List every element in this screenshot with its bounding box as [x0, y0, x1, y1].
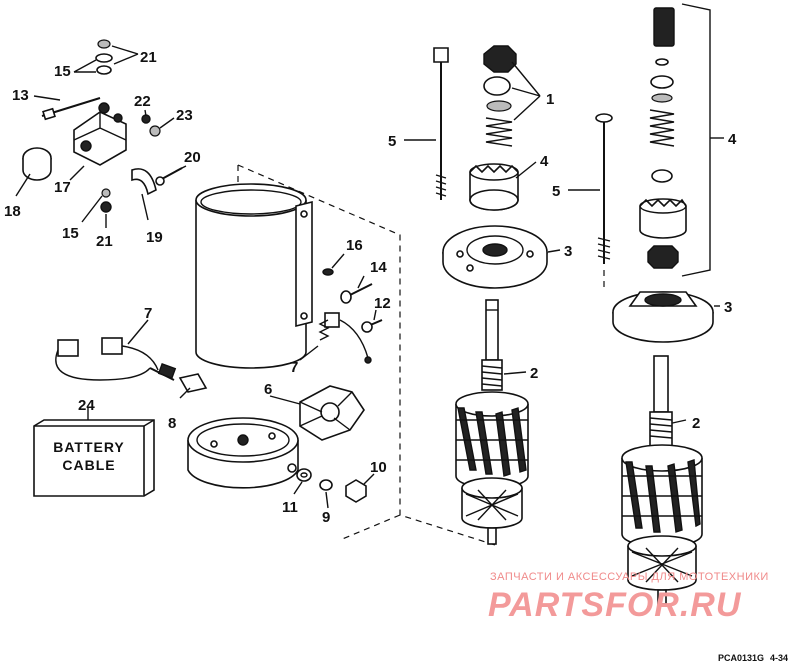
nut-21-bottom: [100, 201, 112, 213]
nut-1: [483, 45, 517, 73]
washer-16: [322, 268, 334, 276]
brush-7-a: [57, 339, 79, 357]
callout-15-top: 15: [54, 63, 71, 80]
callout-18: 18: [4, 203, 21, 220]
callout-6: 6: [264, 381, 272, 398]
spring-7: [318, 319, 330, 341]
right-drive-assembly: [595, 3, 714, 343]
callout-2-right: 2: [692, 415, 700, 432]
callout-3-center: 3: [564, 243, 572, 260]
brush-plate-6: [269, 385, 365, 441]
callout-3-right: 3: [724, 299, 732, 316]
leaders-left: [15, 45, 187, 228]
center-drive-assembly: [433, 45, 548, 289]
callout-19: 19: [146, 229, 163, 246]
callout-16: 16: [346, 237, 363, 254]
nut-23: [149, 125, 161, 137]
washer-15-top: [95, 53, 113, 63]
watermark-tagline: ЗАПЧАСТИ И АКСЕССУАРЫ ДЛЯ МОТОТЕХНИКИ: [490, 571, 769, 583]
callout-8: 8: [168, 415, 176, 432]
spring-1: [485, 117, 513, 147]
armature-2-right: [621, 355, 703, 605]
callout-11: 11: [282, 499, 298, 516]
solenoid-group: [22, 39, 183, 213]
callout-21-bottom: 21: [96, 233, 113, 250]
callout-5-right: 5: [552, 183, 560, 200]
callout-15-bottom: 15: [62, 225, 79, 242]
callout-24: 24: [78, 397, 95, 414]
callout-7-right: 7: [290, 359, 298, 376]
callout-17: 17: [54, 179, 71, 196]
bracket-19: [131, 168, 157, 196]
callout-10: 10: [370, 459, 387, 476]
battery-cable-part-24: [33, 408, 155, 497]
callout-5-center: 5: [388, 133, 396, 150]
screw-14: [347, 283, 373, 297]
watermark-logo: PARTSFOR.RU: [488, 586, 742, 624]
bolt-13-head: [42, 107, 56, 121]
end-cap-left: [187, 417, 299, 489]
figure-code: PCA0131G: [718, 653, 764, 663]
callout-21-top: 21: [140, 49, 157, 66]
washer-15b-top: [96, 65, 112, 75]
page-number: 4-34: [770, 653, 788, 663]
callout-2-center: 2: [530, 365, 538, 382]
terminal-8: [178, 373, 208, 393]
collar-1: [483, 76, 511, 96]
battery-cable-line2: CABLE: [62, 457, 115, 473]
callout-1: 1: [546, 91, 554, 108]
leaders-right: [568, 137, 724, 425]
callout-7-left: 7: [144, 305, 152, 322]
frame-housing: [195, 183, 313, 369]
callout-22: 22: [134, 93, 151, 110]
callout-12: 12: [374, 295, 391, 312]
small-hardware-right-of-frame: [318, 268, 383, 364]
callout-14: 14: [370, 259, 387, 276]
callout-23: 23: [176, 107, 193, 124]
nut-21-top: [97, 39, 111, 49]
sleeve-4: [653, 7, 675, 47]
leaders-mid: [299, 253, 377, 361]
callout-9: 9: [322, 509, 330, 526]
hardware-9-10-11: [293, 468, 375, 509]
callout-4-center: 4: [540, 153, 549, 170]
callout-4-right: 4: [728, 131, 737, 148]
callout-labels: 1 2 2 3 3 4 4 5 5 6 7 7 8 9 10 11 12 13 …: [4, 49, 737, 526]
washer-15-bottom: [101, 188, 111, 198]
brush-7-b: [101, 337, 123, 355]
leaders-center: [404, 61, 561, 253]
pinion-4-right: [639, 198, 687, 239]
battery-cable-line1: BATTERY: [53, 439, 125, 455]
brush-set-7: [55, 319, 177, 381]
callout-13: 13: [12, 87, 29, 104]
callout-20: 20: [184, 149, 201, 166]
nut-22: [141, 114, 151, 124]
brush-7-upper: [324, 312, 340, 328]
armature-2-center: [455, 299, 529, 545]
